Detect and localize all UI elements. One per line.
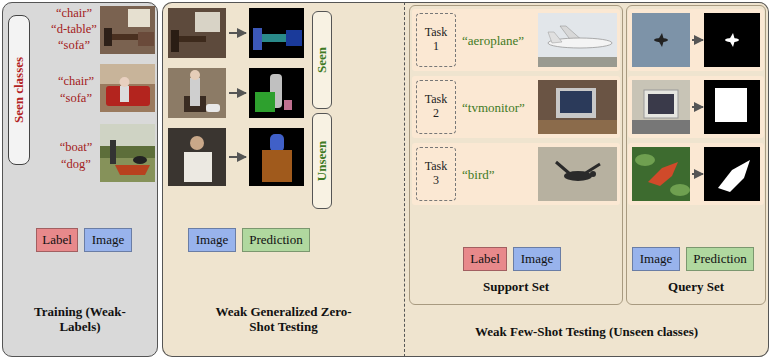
class-name: “chair”: [56, 6, 92, 20]
legend-swatch: Image: [84, 228, 132, 252]
support-photo: [538, 147, 617, 201]
node-text: Weak Few-Shot Testing (Unseen classes): [422, 325, 752, 340]
task-tag: Task 2: [416, 80, 456, 134]
legend-swatch: Label: [463, 247, 507, 271]
class-name: “dog”: [61, 157, 91, 171]
prediction-mask: [249, 8, 304, 58]
unseen-tag: Unseen: [312, 113, 332, 209]
test-photo: [168, 8, 226, 58]
prediction-mask: [704, 80, 760, 134]
class-name: “d-table”: [51, 22, 97, 36]
legend-swatch: Prediction: [242, 228, 310, 252]
legend-swatch: Image: [632, 247, 680, 271]
legend-text: Image: [196, 233, 228, 248]
support-photo: [538, 13, 617, 67]
node-text: “aeroplane”: [462, 34, 524, 49]
row-ground: [412, 9, 764, 205]
prediction-mask: [249, 128, 304, 186]
panel-ground: [2, 2, 158, 357]
class-name: “chair”: [58, 74, 94, 88]
test-photo: [168, 68, 226, 118]
node-text: Support Set: [410, 280, 622, 295]
training-photo: [100, 124, 155, 182]
training-panel: Seen classesTraining (Weak-Labels): [2, 2, 158, 357]
legend-text: Prediction: [249, 233, 302, 248]
task-row: Task 3 “bird”: [412, 143, 620, 205]
legend-text: Image: [92, 233, 124, 248]
legend-text: Label: [42, 233, 72, 248]
query-photo: [632, 147, 690, 201]
legend-text: Prediction: [693, 252, 746, 267]
seen-tag: Seen: [312, 11, 332, 109]
node-text: Training (Weak-Labels): [24, 305, 136, 335]
training-photo: [100, 64, 155, 112]
task-tag: Task 3: [416, 147, 456, 201]
node-text: Seen: [314, 47, 329, 73]
node-text: Weak Generalized Zero-Shot Testing: [214, 305, 354, 335]
legend-text: Label: [470, 252, 500, 267]
few-shot-panel: Task 1 “aeroplane” Task 2 “tvmonitor” Task 3…: [405, 2, 769, 357]
node-text: Seen classes: [11, 56, 26, 122]
legend-swatch: Prediction: [686, 247, 754, 271]
task-row: Task 1 “aeroplane”: [412, 9, 620, 71]
node-text: “bird”: [462, 168, 494, 183]
panel-ground: [162, 2, 769, 357]
prediction-mask: [249, 68, 304, 118]
node-text: Task 3: [421, 160, 451, 188]
query-photo: [632, 13, 690, 67]
legend-swatch: Label: [36, 228, 78, 252]
task-tag: Task 1: [416, 13, 456, 67]
training-photo: [100, 6, 155, 54]
node-text: Task 2: [421, 93, 451, 121]
seen-classes-tag: Seen classes: [8, 15, 30, 165]
class-name: “sofa”: [60, 91, 92, 105]
support-photo: [538, 80, 617, 134]
query-photo: [632, 80, 690, 134]
node-text: Task 1: [421, 26, 451, 54]
legend-swatch: Image: [188, 228, 236, 252]
flow-arrow: [229, 33, 703, 174]
node-text: Unseen: [314, 140, 329, 180]
task-row: Task 2 “tvmonitor”: [412, 76, 620, 138]
node-text: Query Set: [627, 280, 765, 295]
zero-shot-panel: SeenUnseenWeak Generalized Zero-Shot Tes…: [162, 2, 405, 357]
legend-text: Image: [640, 252, 672, 267]
legend-swatch: Image: [513, 247, 561, 271]
node-text: “tvmonitor”: [462, 101, 525, 116]
test-photo: [168, 128, 226, 186]
class-name: “sofa”: [58, 38, 90, 52]
prediction-mask: [704, 13, 760, 67]
class-name: “boat”: [60, 140, 93, 154]
legend-text: Image: [521, 252, 553, 267]
prediction-mask: [704, 147, 760, 201]
